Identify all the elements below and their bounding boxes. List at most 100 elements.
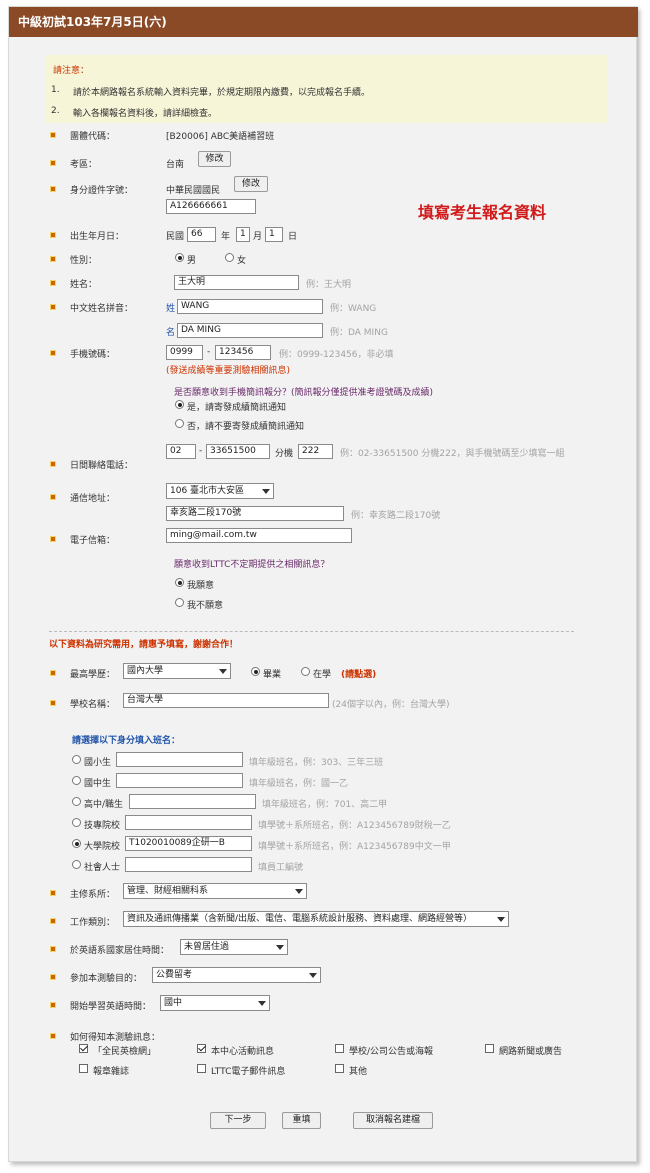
source-option-label: 「全民英檢網」 (93, 1047, 157, 1057)
pinyin-given-prefix: 名 (166, 328, 176, 338)
day-phone-area-input[interactable]: 02 (166, 444, 196, 459)
identity-class-input[interactable] (116, 752, 243, 767)
job-select[interactable]: 資訊及通訊傳播業（含新聞/出版、電信、電腦系統設計服務、資料處理、網路經營等） (123, 911, 509, 927)
bullet-icon (51, 495, 55, 499)
job-label: 工作類別： (70, 918, 116, 928)
day-phone-ext-input[interactable]: 222 (298, 444, 333, 459)
bullet-icon (51, 233, 55, 237)
start-time-value: 國中 (164, 998, 183, 1008)
mobile-dash: - (207, 347, 211, 357)
bullet-icon (51, 281, 55, 285)
source-option-label: 其他 (349, 1067, 368, 1077)
pinyin-surname-input[interactable]: WANG (177, 299, 323, 314)
gender-label: 性別： (70, 256, 98, 266)
bullet-icon (51, 975, 55, 979)
source-checkbox[interactable] (79, 1044, 88, 1053)
identity-hint: 填年級班名，例：303、三年三班 (249, 758, 384, 768)
sms-no-radio[interactable] (175, 419, 184, 428)
notice-title: 請注意： (53, 66, 90, 76)
education-studying-radio[interactable] (301, 667, 310, 676)
identity-radio[interactable] (72, 860, 81, 869)
education-note: (請點選) (341, 670, 377, 680)
identity-radio[interactable] (72, 776, 81, 785)
identity-class-input[interactable] (125, 815, 252, 830)
reset-button[interactable]: 重填 (282, 1112, 321, 1129)
purpose-label: 參加本測驗目的： (70, 974, 143, 984)
name-input[interactable]: 王大明 (174, 275, 299, 290)
region-edit-button[interactable]: 修改 (198, 151, 231, 167)
pinyin-given-input[interactable]: DA MING (177, 323, 323, 338)
pinyin-surname-prefix: 姓 (166, 304, 176, 314)
abroad-label: 於英語系國家居住時間： (70, 946, 170, 956)
next-button[interactable]: 下一步 (210, 1112, 266, 1129)
source-option-label: 網路新聞或廣告 (499, 1047, 563, 1057)
job-value: 資訊及通訊傳播業（含新聞/出版、電信、電腦系統設計服務、資料處理、網路經營等） (127, 914, 473, 924)
bullet-icon (51, 1034, 55, 1038)
source-checkbox[interactable] (335, 1044, 344, 1053)
identity-label: 技專院校 (84, 821, 121, 831)
birth-day-input[interactable]: 1 (265, 227, 283, 242)
education-select[interactable]: 國內大學 (123, 663, 231, 679)
lttc-no-radio[interactable] (175, 598, 184, 607)
section-divider (49, 631, 574, 632)
identity-class-input[interactable] (129, 794, 256, 809)
start-time-select[interactable]: 國中 (160, 995, 270, 1011)
identity-radio[interactable] (72, 818, 81, 827)
address-street-input[interactable]: 幸亥路二段170號 (166, 506, 344, 521)
notice-item-2-num: 2. (51, 106, 60, 116)
abroad-value: 未曾居住過 (184, 942, 230, 952)
source-option-label: 報章雜誌 (93, 1067, 130, 1077)
id-number-input[interactable]: A126666661 (166, 199, 256, 214)
major-value: 管理、財經相關科系 (127, 886, 209, 896)
lttc-yes-label: 我願意 (187, 581, 215, 591)
identity-class-input[interactable] (116, 773, 243, 788)
mobile-part2-input[interactable]: 123456 (215, 345, 271, 360)
mobile-hint: 例：0999-123456，非必填 (279, 350, 394, 360)
bullet-icon (51, 537, 55, 541)
education-graduated-radio[interactable] (251, 667, 260, 676)
identity-class-input[interactable] (125, 857, 252, 872)
cancel-button[interactable]: 取消報名建檔 (353, 1112, 433, 1129)
region-label: 考區： (70, 160, 98, 170)
identity-label: 國中生 (84, 779, 112, 789)
source-checkbox[interactable] (335, 1064, 344, 1073)
identity-heading: 請選擇以下身分填入班名： (72, 736, 181, 746)
source-checkbox[interactable] (79, 1064, 88, 1073)
birth-year-input[interactable]: 66 (187, 227, 216, 242)
identity-radio[interactable] (72, 797, 81, 806)
chevron-down-icon (276, 945, 284, 950)
id-type-edit-button[interactable]: 修改 (234, 176, 268, 192)
identity-label: 高中/職生 (84, 800, 124, 810)
source-label: 如何得知本測驗訊息： (70, 1033, 161, 1043)
identity-radio[interactable] (72, 755, 81, 764)
pinyin-label: 中文姓名拼音： (70, 304, 134, 314)
notice-item-1-text: 請於本網路報名系統輸入資料完畢，於規定期限內繳費，以完成報名手續。 (73, 88, 371, 98)
source-checkbox[interactable] (485, 1044, 494, 1053)
gender-female-radio[interactable] (225, 253, 234, 262)
purpose-value: 公費留考 (156, 970, 193, 980)
birth-month-input[interactable]: 1 (236, 227, 250, 242)
gender-male-radio[interactable] (175, 253, 184, 262)
mobile-part1-input[interactable]: 0999 (166, 345, 203, 360)
identity-radio[interactable] (72, 839, 81, 848)
source-checkbox[interactable] (197, 1044, 206, 1053)
school-input[interactable]: 台灣大學 (123, 693, 329, 708)
major-select[interactable]: 管理、財經相關科系 (123, 883, 307, 899)
identity-class-input[interactable]: T1020010089企研一B (125, 836, 252, 851)
day-phone-number-input[interactable]: 33651500 (206, 444, 270, 459)
source-checkbox[interactable] (197, 1064, 206, 1073)
lttc-yes-radio[interactable] (175, 578, 184, 587)
purpose-select[interactable]: 公費留考 (152, 967, 321, 983)
sms-yes-radio[interactable] (175, 400, 184, 409)
address-city-value: 106 臺北市大安區 (170, 486, 245, 496)
bullet-icon (51, 671, 55, 675)
abroad-select[interactable]: 未曾居住過 (180, 939, 288, 955)
education-label: 最高學歷： (70, 670, 116, 680)
pinyin-given-hint: 例：DA MING (330, 328, 388, 338)
identity-label: 社會人士 (84, 863, 121, 873)
birth-month-unit: 月 (253, 232, 263, 242)
email-input[interactable]: ming@mail.com.tw (166, 528, 352, 543)
education-graduated-label: 畢業 (263, 670, 282, 680)
address-city-select[interactable]: 106 臺北市大安區 (166, 483, 274, 499)
day-phone-dash: - (199, 446, 203, 456)
